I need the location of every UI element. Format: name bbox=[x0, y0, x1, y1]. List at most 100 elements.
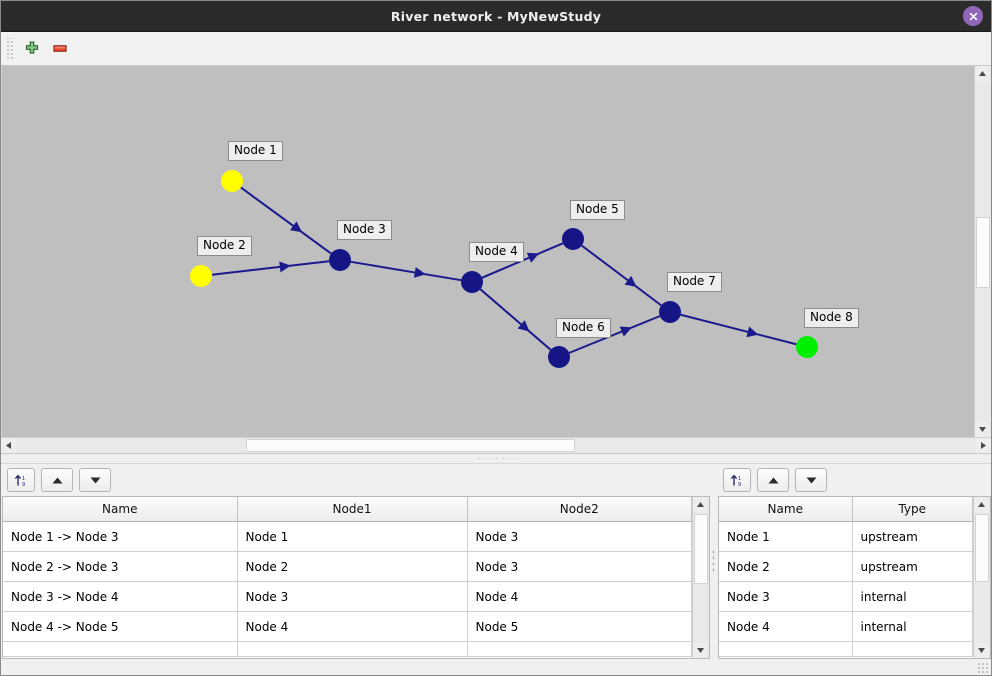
graph-node-label[interactable]: Node 8 bbox=[804, 308, 859, 328]
graph-edge[interactable] bbox=[680, 313, 797, 346]
branch-sort-icon[interactable]: 1 9 bbox=[7, 468, 35, 492]
branch-col-name[interactable]: Name bbox=[3, 497, 238, 522]
graph-node-label[interactable]: Node 5 bbox=[570, 200, 625, 220]
close-icon[interactable] bbox=[963, 6, 983, 26]
branch-cell-node1[interactable]: Node 1 bbox=[237, 521, 468, 552]
canvas-hscroll-track[interactable] bbox=[16, 438, 976, 453]
network-canvas[interactable]: Node 1 Node 2 Node 3 Node 4 Node 5 Node 6 Node… bbox=[1, 66, 974, 437]
node-sort-icon[interactable]: 1 9 bbox=[723, 468, 751, 492]
branch-cell-node1[interactable]: Node 3 bbox=[237, 581, 468, 612]
branch-move-up-button[interactable] bbox=[41, 468, 73, 492]
graph-edge[interactable] bbox=[581, 244, 662, 307]
graph-edge-arrow bbox=[746, 326, 759, 338]
graph-node-label[interactable]: Node 4 bbox=[469, 242, 524, 262]
node-move-down-button[interactable] bbox=[795, 468, 827, 492]
node-vscroll-thumb[interactable] bbox=[975, 514, 989, 582]
node-col-name[interactable]: Name bbox=[719, 497, 853, 522]
graph-node[interactable] bbox=[562, 228, 584, 250]
graph-node[interactable] bbox=[190, 265, 212, 287]
canvas-horizontal-scrollbar[interactable] bbox=[1, 437, 991, 453]
branch-cell-node2[interactable]: Node 4 bbox=[467, 581, 692, 612]
node-cell-name[interactable]: Node 3 bbox=[719, 581, 853, 612]
node-vertical-scrollbar[interactable] bbox=[973, 496, 991, 659]
scroll-left-button[interactable] bbox=[1, 438, 16, 453]
node-cell-type[interactable]: internal bbox=[852, 611, 973, 642]
graph-node-label[interactable]: Node 1 bbox=[228, 141, 283, 161]
graph-node-label[interactable]: Node 6 bbox=[556, 318, 611, 338]
graph-node[interactable] bbox=[548, 346, 570, 368]
graph-edge[interactable] bbox=[350, 260, 462, 282]
node-cell-type[interactable]: upstream bbox=[852, 521, 973, 552]
node-col-type[interactable]: Type bbox=[852, 497, 973, 522]
graph-edge[interactable] bbox=[240, 186, 332, 255]
horizontal-splitter[interactable] bbox=[1, 453, 991, 464]
node-cell-name[interactable]: Node 1 bbox=[719, 521, 853, 552]
branch-cell-name[interactable]: Node 2 -> Node 3 bbox=[3, 551, 238, 582]
scroll-up-button[interactable] bbox=[975, 66, 990, 81]
scroll-right-button[interactable] bbox=[976, 438, 991, 453]
branch-move-down-button[interactable] bbox=[79, 468, 111, 492]
add-plus-icon[interactable] bbox=[18, 36, 46, 62]
node-cell-empty[interactable] bbox=[719, 641, 853, 657]
canvas-vscroll-thumb[interactable] bbox=[976, 217, 990, 288]
branch-vscroll-thumb[interactable] bbox=[694, 514, 708, 585]
branch-cell-name[interactable]: Node 1 -> Node 3 bbox=[3, 521, 238, 552]
branch-cell-node1[interactable]: Node 4 bbox=[237, 611, 468, 642]
scroll-down-button[interactable] bbox=[975, 422, 990, 437]
graph-node[interactable] bbox=[221, 170, 243, 192]
graph-node-label[interactable]: Node 2 bbox=[197, 236, 252, 256]
toolbar-drag-handle[interactable] bbox=[5, 37, 14, 60]
branch-cell-node2[interactable]: Node 3 bbox=[467, 551, 692, 582]
branch-cell-empty[interactable] bbox=[467, 641, 692, 657]
branch-cell-name[interactable]: Node 3 -> Node 4 bbox=[3, 581, 238, 612]
graph-node-label[interactable]: Node 7 bbox=[667, 272, 722, 292]
table-row-empty[interactable] bbox=[3, 641, 692, 657]
table-row-empty[interactable] bbox=[719, 641, 973, 657]
branch-col-node1[interactable]: Node1 bbox=[237, 497, 468, 522]
canvas-hscroll-thumb[interactable] bbox=[246, 439, 575, 452]
branch-cell-empty[interactable] bbox=[3, 641, 238, 657]
graph-node-label[interactable]: Node 3 bbox=[337, 220, 392, 240]
branch-scroll-up-button[interactable] bbox=[693, 497, 708, 512]
branch-cell-name[interactable]: Node 4 -> Node 5 bbox=[3, 611, 238, 642]
branch-vscroll-track[interactable] bbox=[693, 512, 709, 643]
node-move-up-button[interactable] bbox=[757, 468, 789, 492]
graph-node[interactable] bbox=[461, 271, 483, 293]
graph-edge[interactable] bbox=[568, 315, 661, 354]
graph-node[interactable] bbox=[659, 301, 681, 323]
branch-cell-node2[interactable]: Node 5 bbox=[467, 611, 692, 642]
window-resize-grip-icon[interactable] bbox=[977, 662, 989, 674]
vertical-splitter[interactable] bbox=[710, 464, 717, 659]
branch-scroll-down-button[interactable] bbox=[693, 643, 708, 658]
graph-edge[interactable] bbox=[479, 288, 552, 351]
node-scroll-down-button[interactable] bbox=[974, 643, 989, 658]
branch-cell-node1[interactable]: Node 2 bbox=[237, 551, 468, 582]
branch-cell-node2[interactable]: Node 3 bbox=[467, 521, 692, 552]
canvas-vscroll-track[interactable] bbox=[975, 81, 991, 422]
graph-edge[interactable] bbox=[211, 260, 330, 276]
node-cell-type[interactable]: upstream bbox=[852, 551, 973, 582]
branch-col-node2[interactable]: Node2 bbox=[467, 497, 692, 522]
node-cell-type[interactable]: internal bbox=[852, 581, 973, 612]
graph-node[interactable] bbox=[329, 249, 351, 271]
node-cell-empty[interactable] bbox=[852, 641, 973, 657]
node-cell-name[interactable]: Node 4 bbox=[719, 611, 853, 642]
node-vscroll-track[interactable] bbox=[974, 512, 990, 643]
graph-node[interactable] bbox=[796, 336, 818, 358]
node-cell-name[interactable]: Node 2 bbox=[719, 551, 853, 582]
remove-minus-icon[interactable] bbox=[46, 36, 74, 62]
branch-cell-empty[interactable] bbox=[237, 641, 468, 657]
branch-vertical-scrollbar[interactable] bbox=[692, 496, 710, 659]
canvas-vertical-scrollbar[interactable] bbox=[974, 66, 991, 437]
node-scroll-up-button[interactable] bbox=[974, 497, 989, 512]
